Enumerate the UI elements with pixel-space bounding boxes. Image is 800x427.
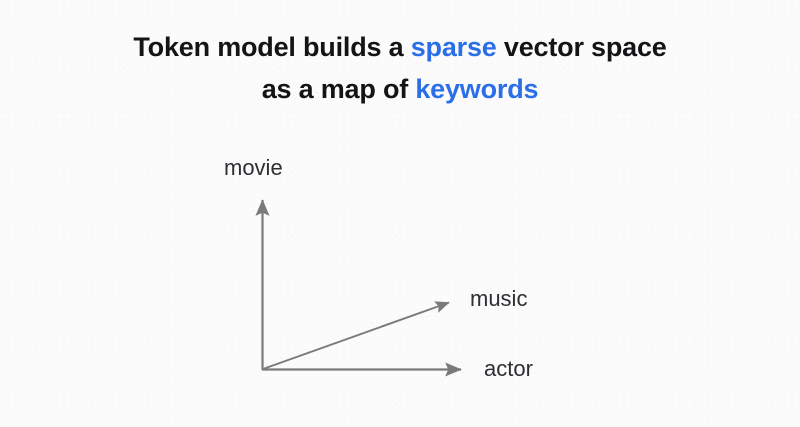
- axis-label-actor: actor: [484, 356, 533, 381]
- title-highlight-keywords: keywords: [415, 74, 539, 104]
- title-highlight-sparse: sparse: [410, 32, 497, 62]
- title-line-1-segment-2: vector space: [496, 32, 667, 62]
- title-line-1-segment-1: Token model builds a: [133, 32, 411, 62]
- page-title: Token model builds a sparse vector space…: [0, 26, 800, 110]
- axis-label-movie: movie: [224, 155, 283, 180]
- title-line-1: Token model builds a sparse vector space: [0, 26, 800, 68]
- music-vector-line: [262, 301, 450, 370]
- title-line-2: as a map of keywords: [0, 68, 800, 110]
- title-line-2-segment-1: as a map of: [261, 74, 416, 104]
- axis-label-music: music: [470, 286, 528, 311]
